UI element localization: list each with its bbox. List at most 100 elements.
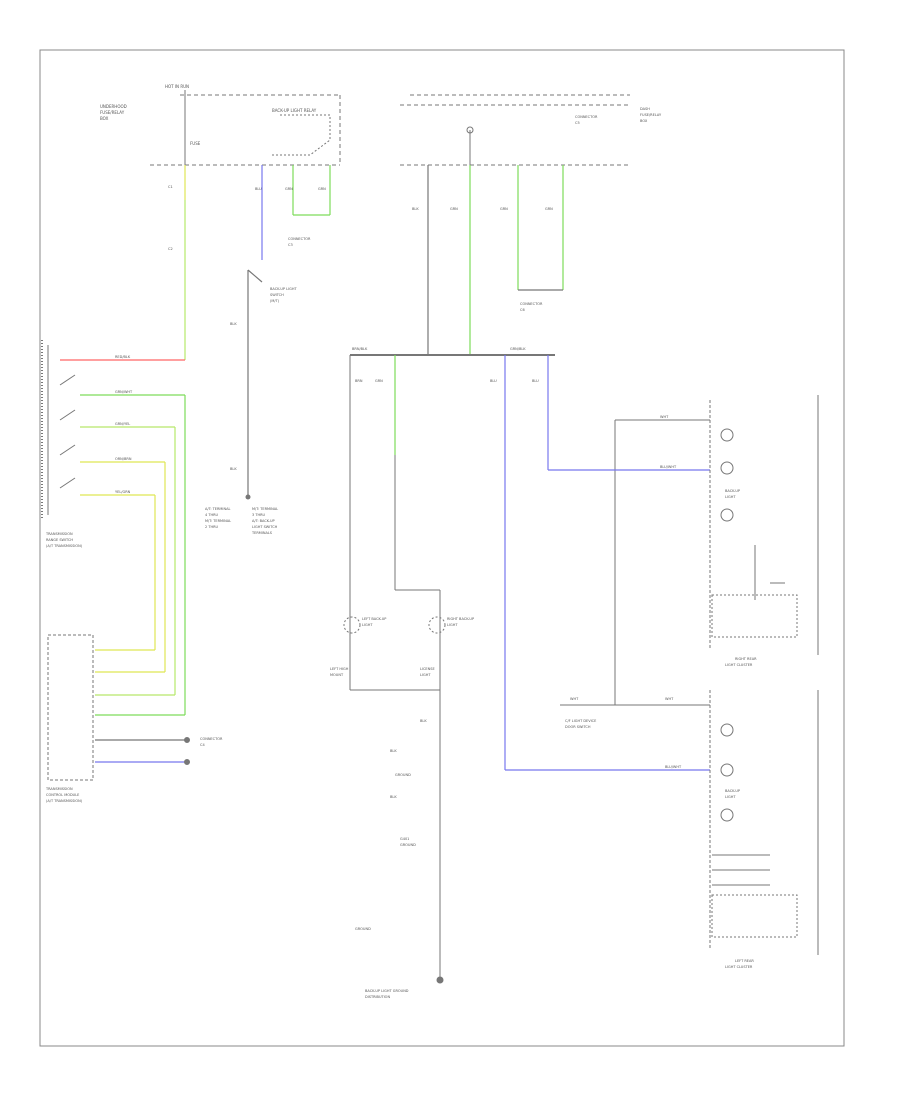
svg-text:FUSE/RELAY: FUSE/RELAY <box>100 110 125 115</box>
svg-text:3 THRU: 3 THRU <box>252 513 266 517</box>
svg-text:HOT IN RUN: HOT IN RUN <box>165 84 189 89</box>
svg-text:BLK: BLK <box>390 795 397 799</box>
svg-text:M/T: TERMINAL: M/T: TERMINAL <box>205 519 231 523</box>
svg-text:WHT: WHT <box>665 697 674 701</box>
svg-text:DOOR SWITCH: DOOR SWITCH <box>565 725 591 729</box>
svg-text:RIGHT REAR: RIGHT REAR <box>735 657 757 661</box>
svg-text:BLU/WHT: BLU/WHT <box>660 465 677 469</box>
svg-text:LIGHT: LIGHT <box>362 623 373 627</box>
svg-text:FUSE: FUSE <box>190 141 201 146</box>
svg-text:YEL/GRN: YEL/GRN <box>115 490 131 494</box>
svg-text:C5: C5 <box>575 121 580 125</box>
svg-text:4 THRU: 4 THRU <box>205 513 219 517</box>
svg-text:BACK-UP: BACK-UP <box>725 489 740 493</box>
svg-text:A/T: TERMINAL: A/T: TERMINAL <box>205 507 230 511</box>
diagram-frame <box>39 49 845 1047</box>
svg-text:BLU/WHT: BLU/WHT <box>665 765 682 769</box>
svg-text:A/T: BACK-UP: A/T: BACK-UP <box>252 519 275 523</box>
svg-text:GROUND: GROUND <box>355 927 371 931</box>
svg-text:2 THRU: 2 THRU <box>205 525 219 529</box>
wires-range-to-tcm <box>95 395 186 763</box>
svg-text:C6: C6 <box>520 308 525 312</box>
svg-text:BOX: BOX <box>100 116 109 121</box>
svg-text:GRN: GRN <box>375 379 383 383</box>
svg-text:TERMINALS: TERMINALS <box>251 531 273 535</box>
svg-text:BLK: BLK <box>230 322 237 326</box>
svg-text:GRN: GRN <box>450 207 458 211</box>
svg-text:GRN/YEL: GRN/YEL <box>115 422 130 426</box>
svg-text:LIGHT CLUSTER: LIGHT CLUSTER <box>725 965 753 969</box>
fuse-relay-block-left <box>150 90 341 166</box>
svg-text:G401: G401 <box>400 837 409 841</box>
svg-text:BRN: BRN <box>355 379 363 383</box>
svg-text:TRANSMISSION: TRANSMISSION <box>45 532 73 536</box>
svg-text:M/T: TERMINAL: M/T: TERMINAL <box>252 507 278 511</box>
svg-text:WHT: WHT <box>570 697 579 701</box>
splice-bus <box>349 354 555 770</box>
svg-text:DISTRIBUTION: DISTRIBUTION <box>365 995 390 999</box>
svg-text:LIGHT: LIGHT <box>420 673 431 677</box>
svg-text:ORN/BRN: ORN/BRN <box>115 457 132 461</box>
svg-text:CONTROL MODULE: CONTROL MODULE <box>46 793 79 797</box>
svg-text:BACK-UP LIGHT RELAY: BACK-UP LIGHT RELAY <box>272 108 317 113</box>
svg-text:GROUND: GROUND <box>395 773 411 777</box>
svg-text:FUSE/RELAY: FUSE/RELAY <box>640 113 662 117</box>
svg-text:MOUNT: MOUNT <box>330 673 344 677</box>
svg-text:GRN: GRN <box>545 207 553 211</box>
svg-text:SWITCH: SWITCH <box>270 293 284 297</box>
wires-top-right <box>427 165 564 355</box>
svg-text:GROUND: GROUND <box>400 843 416 847</box>
svg-text:LIGHT SWITCH: LIGHT SWITCH <box>252 525 278 529</box>
svg-text:LIGHT CLUSTER: LIGHT CLUSTER <box>725 663 753 667</box>
svg-text:BACK-UP LIGHT GROUND: BACK-UP LIGHT GROUND <box>365 989 409 993</box>
center-lamp-units <box>343 616 446 634</box>
svg-text:LICENSE: LICENSE <box>420 667 435 671</box>
svg-text:LIGHT: LIGHT <box>447 623 458 627</box>
svg-text:C2: C2 <box>168 247 173 251</box>
svg-text:BLK: BLK <box>412 207 419 211</box>
svg-text:LIGHT: LIGHT <box>725 495 736 499</box>
svg-text:BLU: BLU <box>255 187 262 191</box>
transmission-control-module <box>47 634 190 781</box>
svg-text:GRN: GRN <box>500 207 508 211</box>
ground-wire <box>436 690 444 984</box>
svg-text:BLU: BLU <box>490 379 497 383</box>
svg-text:(A/T TRANSMISSION): (A/T TRANSMISSION) <box>46 544 83 548</box>
svg-text:C4: C4 <box>200 743 205 747</box>
svg-text:UNDERHOOD: UNDERHOOD <box>100 104 127 109</box>
svg-text:BLK: BLK <box>390 749 397 753</box>
svg-text:BRN/BLK: BRN/BLK <box>352 347 368 351</box>
svg-text:RED/BLK: RED/BLK <box>115 355 131 359</box>
svg-text:C3: C3 <box>288 243 293 247</box>
wires-top-left <box>184 165 331 495</box>
svg-text:RANGE SWITCH: RANGE SWITCH <box>46 538 73 542</box>
svg-text:GRN: GRN <box>285 187 293 191</box>
svg-text:LEFT REAR: LEFT REAR <box>735 959 754 963</box>
svg-text:GRN/WHT: GRN/WHT <box>115 390 133 394</box>
svg-text:LEFT HIGH: LEFT HIGH <box>330 667 349 671</box>
svg-text:LEFT BACK-UP: LEFT BACK-UP <box>362 617 386 621</box>
svg-text:DASH: DASH <box>640 107 650 111</box>
svg-text:TRANSMISSION: TRANSMISSION <box>45 787 73 791</box>
svg-text:BOX: BOX <box>640 119 648 123</box>
svg-text:BLU: BLU <box>532 379 539 383</box>
svg-text:(A/T TRANSMISSION): (A/T TRANSMISSION) <box>46 799 83 803</box>
svg-text:CONNECTOR: CONNECTOR <box>520 302 543 306</box>
svg-text:CONNECTOR: CONNECTOR <box>200 737 223 741</box>
left-rear-light-cluster <box>505 690 819 955</box>
svg-text:GRN/BLK: GRN/BLK <box>510 347 526 351</box>
transmission-range-switch <box>41 340 185 520</box>
svg-text:CONNECTOR: CONNECTOR <box>288 237 311 241</box>
svg-text:(M/T): (M/T) <box>270 299 280 303</box>
svg-text:BLK: BLK <box>420 719 427 723</box>
svg-text:LIGHT: LIGHT <box>725 795 736 799</box>
right-rear-light-cluster <box>548 395 819 705</box>
svg-text:C/F LIGHT DEVICE: C/F LIGHT DEVICE <box>565 719 596 723</box>
svg-text:CONNECTOR: CONNECTOR <box>575 115 598 119</box>
svg-text:GRN: GRN <box>318 187 326 191</box>
svg-text:BACK-UP LIGHT: BACK-UP LIGHT <box>270 287 297 291</box>
svg-text:WHT: WHT <box>660 415 669 419</box>
svg-text:BLK: BLK <box>230 467 237 471</box>
fuse-block-right <box>400 94 630 166</box>
